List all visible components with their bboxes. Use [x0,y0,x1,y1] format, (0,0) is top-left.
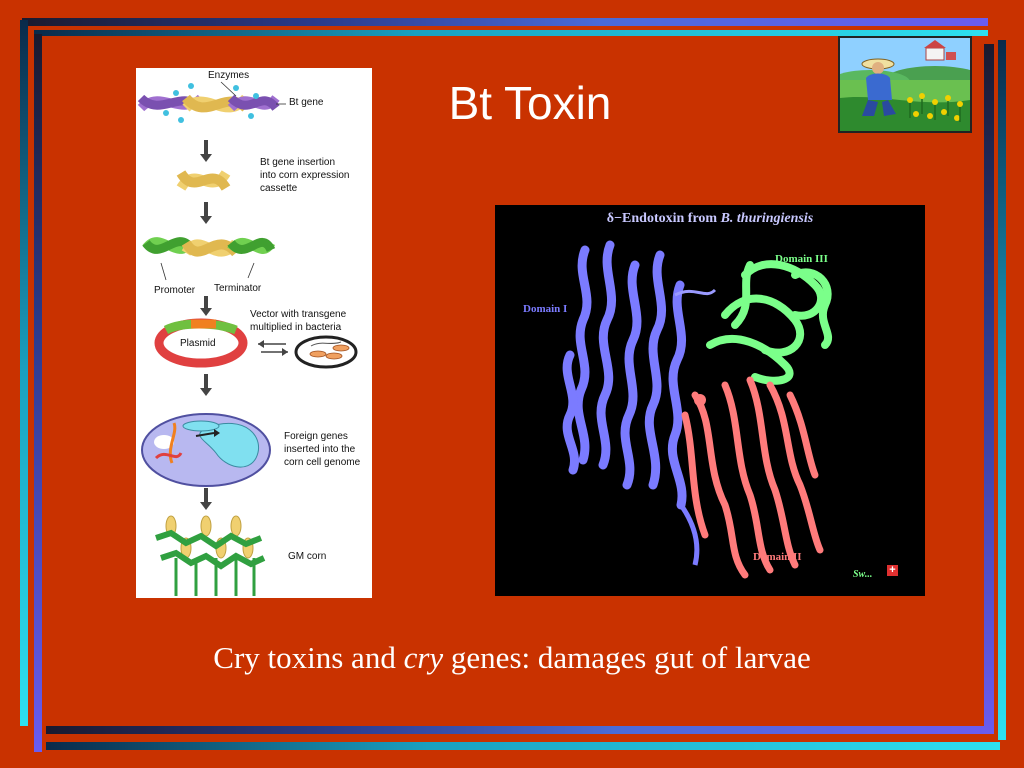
label-domain-2: Domain II [753,551,802,563]
label-enzymes: Enzymes [208,70,250,81]
protein-ribbon-illustration [562,240,833,579]
frame-top-bar-cyan [34,30,988,36]
label-insertion-line2: into corn expression [260,170,350,181]
label-vector-line1: Vector with transgene [250,309,347,320]
label-insertion-line1: Bt gene insertion [260,157,336,168]
label-domain-3: Domain III [775,253,828,265]
label-plasmid: Plasmid [180,338,216,349]
frame-top-bar-dark [22,18,988,26]
label-foreign-line2: inserted into the [284,444,356,455]
frame-bottom-bar-dark [46,726,992,734]
label-terminator: Terminator [214,283,262,294]
label-domain-1: Domain I [523,303,568,315]
slide-caption: Cry toxins and cry genes: damages gut of… [213,640,811,675]
label-promoter: Promoter [154,285,196,296]
farmer-field-illustration [840,38,970,131]
protein-title: δ−Endotoxin from B. thuringiensis [606,211,814,226]
label-vector-line2: multiplied in bacteria [250,322,342,333]
frame-right-bar-purple [984,44,994,734]
frame-left-bar-dark [34,34,42,752]
gm-process-diagram: Enzymes Bt gene Bt gene insertion into c… [136,68,372,598]
label-foreign-line3: corn cell genome [284,457,361,468]
label-insertion-line3: cassette [260,183,298,194]
label-gm-corn: GM corn [288,551,327,562]
endotoxin-structure-image: δ−Endotoxin from B. thuringiensis [495,205,925,596]
watermark-logo: Sw... [853,569,873,580]
label-foreign-line1: Foreign genes [284,431,348,442]
swiss-flag-icon: + [887,565,898,576]
frame-bottom-bar-cyan [46,742,1000,750]
slide-title: Bt Toxin [448,77,612,129]
frame-left-bar-cyan [20,20,28,726]
farmer-clipart-image [838,36,972,133]
gm-process-illustration [137,81,358,596]
label-bt-gene: Bt gene [289,97,324,108]
frame-right-bar-blue [998,40,1006,740]
